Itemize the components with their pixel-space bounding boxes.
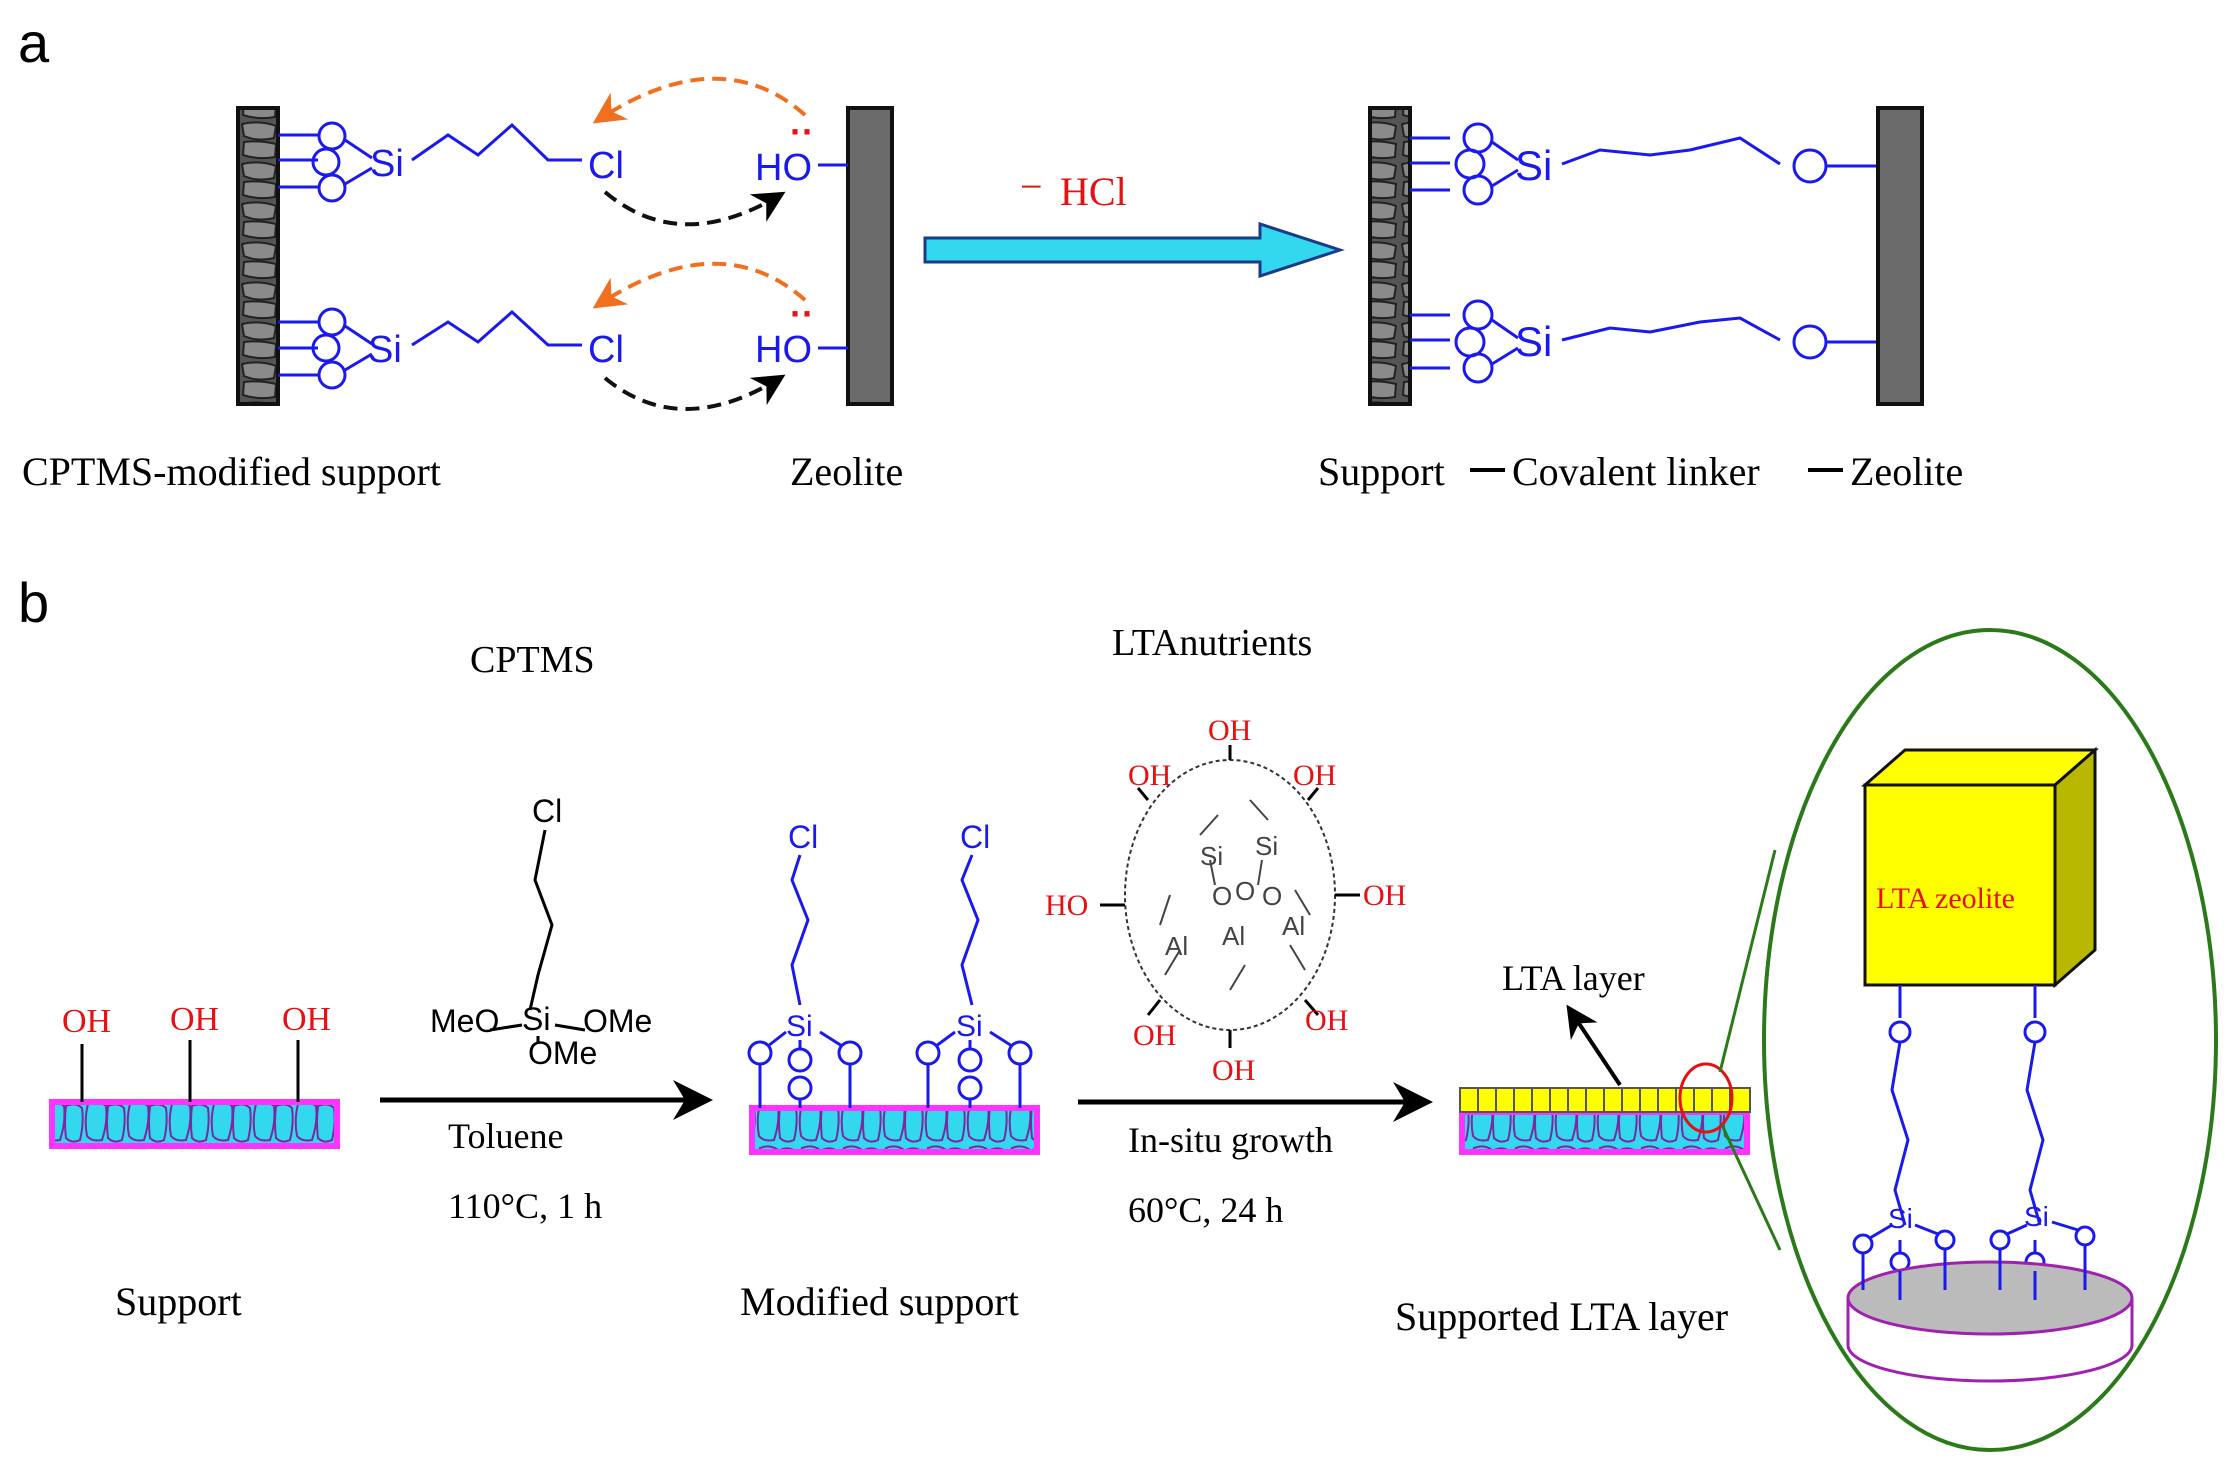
disc-top bbox=[1846, 1260, 2134, 1336]
orange-arrow-bottom bbox=[592, 261, 807, 309]
zoom-si-1: Si bbox=[1888, 1203, 1913, 1234]
caption-modified-support: Modified support bbox=[740, 1279, 1019, 1324]
cl-label-bottom: Cl bbox=[588, 329, 624, 371]
nutrient-oh-right: OH bbox=[1363, 879, 1406, 912]
zeolite-bar-right bbox=[1876, 106, 1924, 406]
nutrient-o-2: O bbox=[1235, 876, 1255, 906]
hcl-label: HCl bbox=[1060, 169, 1127, 214]
nutrient-si-1: Si bbox=[1200, 841, 1223, 871]
nutrient-o-3: O bbox=[1262, 881, 1282, 911]
panel-a-label: a bbox=[18, 11, 50, 74]
linker-top bbox=[1410, 122, 1878, 206]
nutrient-oh-ul: OH bbox=[1128, 759, 1171, 792]
modified-cl-1: Cl bbox=[788, 819, 818, 855]
reaction-arrow-cyan bbox=[923, 221, 1345, 279]
cptms-title: CPTMS bbox=[470, 639, 595, 681]
cptms-ome-bottom: OMe bbox=[528, 1035, 597, 1071]
caption-support-b: Support bbox=[115, 1279, 242, 1324]
lta-layer-pointer bbox=[1566, 1004, 1622, 1087]
nutrient-al-3: Al bbox=[1282, 911, 1305, 941]
disc-side bbox=[1846, 1298, 2134, 1383]
black-arrow-top bbox=[603, 190, 786, 227]
modified-support-silanes bbox=[747, 854, 1033, 1108]
nutrient-oh-bottom: OH bbox=[1212, 1054, 1255, 1087]
cptms-ome-right: OMe bbox=[583, 1003, 652, 1039]
silane-bottom bbox=[278, 307, 582, 390]
caption-zeolite: Zeolite bbox=[790, 449, 903, 494]
zoom-line-bottom bbox=[1720, 1124, 1782, 1251]
nutrient-si-2: Si bbox=[1255, 831, 1278, 861]
modified-si-1: Si bbox=[786, 1010, 813, 1043]
zoom-linkers bbox=[1852, 985, 2096, 1273]
si-label-top: Si bbox=[370, 143, 404, 185]
lone-pair-bottom: ·· bbox=[790, 293, 814, 334]
nutrient-o-1: O bbox=[1212, 881, 1232, 911]
support-strip bbox=[49, 1099, 340, 1149]
si-label-right-top: Si bbox=[1515, 142, 1552, 189]
nutrient-oh-ur: OH bbox=[1293, 759, 1336, 792]
zoom-oval bbox=[1762, 628, 2218, 1452]
zoom-si-2: Si bbox=[2024, 1201, 2049, 1232]
cptms-si: Si bbox=[522, 1001, 550, 1037]
caption-support: Support bbox=[1318, 449, 1445, 494]
condition-2: 60°C, 24 h bbox=[1128, 1190, 1283, 1230]
support-oh-2: OH bbox=[170, 1001, 219, 1038]
lta-layer-label: LTA layer bbox=[1502, 958, 1645, 998]
si-label-bottom: Si bbox=[368, 329, 402, 371]
caption-covalent-linker: Covalent linker bbox=[1512, 449, 1760, 494]
panel-b: b OH OH OH Support CPTMS Cl Si MeO OMe O… bbox=[18, 571, 2218, 1452]
panel-b-label: b bbox=[18, 571, 49, 634]
toluene-label: Toluene bbox=[448, 1116, 563, 1156]
zeolite-bar-left bbox=[846, 106, 894, 406]
ho-label-bottom: HO bbox=[755, 329, 812, 371]
black-arrow-bottom bbox=[603, 374, 786, 411]
caption-cptms-modified-support: CPTMS-modified support bbox=[22, 449, 441, 494]
cptms-chain bbox=[528, 829, 554, 1011]
nutrient-oh-bonds bbox=[1100, 745, 1360, 1048]
cptms-cl: Cl bbox=[532, 793, 562, 829]
nutrient-oh-lr: OH bbox=[1305, 1004, 1348, 1037]
modified-support-strip bbox=[749, 1105, 1040, 1155]
lta-nutrients-title: LTAnutrients bbox=[1112, 622, 1312, 664]
lta-crystal-row bbox=[1459, 1087, 1751, 1113]
caption-supported-lta-layer: Supported LTA layer bbox=[1395, 1294, 1728, 1339]
caption-zeolite-right: Zeolite bbox=[1850, 449, 1963, 494]
lta-zeolite-label: LTA zeolite bbox=[1876, 882, 2015, 915]
support-oh-1: OH bbox=[62, 1003, 111, 1040]
cube-front bbox=[1863, 783, 2057, 987]
cube-side bbox=[2053, 746, 2097, 989]
linker-bottom bbox=[1410, 299, 1878, 384]
minus-sign-a: − bbox=[1020, 164, 1043, 209]
panel-a: a Si Cl Si Cl bbox=[18, 11, 1963, 494]
cptms-ome-bond-r bbox=[554, 1023, 586, 1032]
silane-top bbox=[278, 121, 582, 203]
cl-label-top: Cl bbox=[588, 145, 624, 187]
support-oh-bonds bbox=[80, 1040, 300, 1102]
orange-arrow-top bbox=[592, 76, 807, 124]
nutrient-oh-ll: OH bbox=[1133, 1019, 1176, 1052]
lone-pair-top: ·· bbox=[790, 111, 814, 152]
support-stone-bar-right bbox=[1368, 106, 1412, 406]
cptms-meo-bond bbox=[489, 1023, 523, 1032]
nutrient-al-1: Al bbox=[1165, 931, 1188, 961]
si-label-right-bottom: Si bbox=[1515, 318, 1552, 365]
nutrient-oh-top: OH bbox=[1208, 714, 1251, 747]
support-oh-3: OH bbox=[282, 1001, 331, 1038]
modified-si-2: Si bbox=[956, 1010, 983, 1043]
zoom-marker-red bbox=[1678, 1062, 1734, 1134]
modified-cl-2: Cl bbox=[960, 819, 990, 855]
cptms-meo: MeO bbox=[430, 1003, 499, 1039]
ho-label-top: HO bbox=[755, 147, 812, 189]
nutrient-inner-bonds bbox=[1159, 799, 1311, 991]
condition-1: 110°C, 1 h bbox=[448, 1186, 602, 1226]
support-stone-bar bbox=[236, 106, 280, 406]
insitu-label: In-situ growth bbox=[1128, 1120, 1333, 1160]
nutrient-ho-left: HO bbox=[1045, 889, 1088, 922]
zoom-line-top bbox=[1718, 849, 1777, 1073]
disc-surface-bonds bbox=[1861, 1245, 2087, 1300]
nutrient-al-2: Al bbox=[1222, 921, 1245, 951]
